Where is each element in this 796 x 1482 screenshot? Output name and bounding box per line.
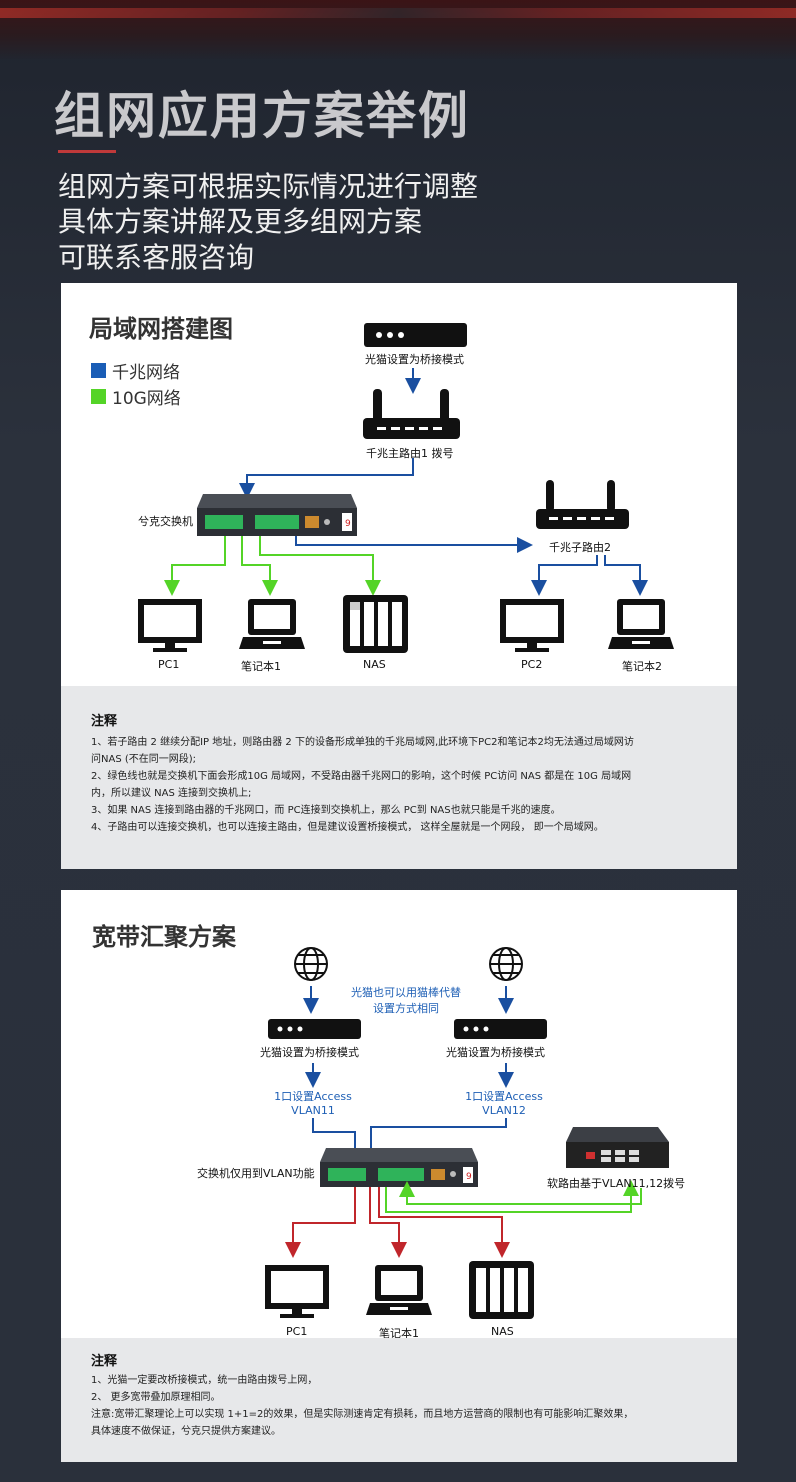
nas-icon	[343, 595, 408, 653]
soft-router-icon	[566, 1127, 669, 1168]
switch-to-pc1-line	[164, 536, 226, 596]
top-decoration-band	[0, 0, 796, 60]
subtitle-line-3: 可联系客服咨询	[58, 241, 255, 274]
nas-label: NAS	[363, 658, 386, 671]
legend-gigabit: 千兆网络	[91, 358, 180, 383]
broadband-note-2: 2、 更多宽带叠加原理相同。	[91, 1392, 221, 1403]
lan-note-3: 3、如果 NAS 连接到路由器的千兆网口，而 PC连接到交换机上，那么 PC到 …	[91, 805, 561, 816]
switch-to-nas-line	[378, 1187, 510, 1258]
laptop2-label: 笔记本2	[622, 660, 662, 673]
svg-text:9: 9	[466, 1172, 472, 1182]
switch-icon: 9	[320, 1148, 478, 1187]
vlan12-to-switch-line	[370, 1118, 507, 1148]
modem1-label: 光猫设置为桥接模式	[260, 1046, 359, 1059]
modem-icon	[364, 323, 467, 347]
pc1-label: PC1	[158, 658, 180, 671]
switch-to-laptop1-line	[369, 1187, 407, 1258]
nas-label: NAS	[491, 1325, 514, 1338]
broadband-note-text: 1、光猫一定要改桥接模式，统一由路由拨号上网， 2、 更多宽带叠加原理相同。 注…	[91, 1372, 711, 1440]
pc1-label: PC1	[286, 1325, 308, 1338]
modem-hint-line-2: 设置方式相同	[373, 1002, 439, 1015]
svg-text:9: 9	[345, 519, 351, 529]
lan-title: 局域网搭建图	[89, 315, 233, 343]
broadband-note-title: 注释	[91, 1354, 118, 1369]
router1-label: 千兆主路由1 拨号	[366, 447, 454, 460]
switch-label: 交换机仅用到VLAN功能	[197, 1167, 315, 1180]
modem2-label: 光猫设置为桥接模式	[446, 1046, 545, 1059]
pc2-label: PC2	[521, 658, 543, 671]
globe-icon-1	[294, 947, 328, 981]
softrouter-to-switch-line-2	[399, 1181, 642, 1205]
laptop1-label: 笔记本1	[379, 1327, 419, 1340]
laptop1-icon	[366, 1265, 432, 1315]
lan-note-panel: 注释 1、若子路由 2 继续分配IP 地址，则路由器 2 下的设备形成单独的千兆…	[61, 686, 737, 869]
switch-icon: 9	[197, 494, 357, 536]
legend-blue-swatch	[91, 363, 106, 378]
switch-to-softrouter-line-1	[385, 1180, 639, 1213]
broadband-diagram-svg: 9	[265, 947, 669, 1319]
switch-label: 兮克交换机	[138, 515, 193, 528]
router2-to-laptop2-line	[604, 555, 648, 596]
broadband-card: 宽带汇聚方案	[61, 890, 737, 1462]
legend-gigabit-label: 千兆网络	[112, 363, 180, 383]
pc1-icon	[265, 1265, 329, 1318]
lan-note-text: 1、若子路由 2 继续分配IP 地址，则路由器 2 下的设备形成单独的千兆局域网…	[91, 734, 711, 836]
switch-to-router2-line	[295, 536, 533, 553]
broadband-title: 宽带汇聚方案	[92, 923, 236, 951]
vlan11-to-switch-line	[312, 1118, 356, 1148]
broadband-note-panel: 注释 1、光猫一定要改桥接模式，统一由路由拨号上网， 2、 更多宽带叠加原理相同…	[61, 1338, 737, 1462]
modem1-icon	[268, 1019, 361, 1039]
softrouter-label: 软路由基于VLAN11,12拨号	[547, 1177, 686, 1190]
lan-note-title: 注释	[91, 714, 118, 729]
modem-hint-line-1: 光猫也可以用猫棒代替	[351, 986, 461, 999]
port2-line-2: VLAN12	[482, 1104, 526, 1117]
nas-icon	[469, 1261, 534, 1319]
lan-diagram-card: 局域网搭建图 千兆网络 10G网络	[61, 283, 737, 869]
switch-to-laptop1-line	[241, 536, 278, 596]
router2-label: 千兆子路由2	[549, 541, 611, 554]
lan-diagram-svg: 9	[138, 323, 674, 653]
subtitle-line-1: 组网方案可根据实际情况进行调整	[58, 170, 479, 203]
globe-icon-2	[489, 947, 523, 981]
laptop1-icon	[239, 599, 305, 649]
legend-10g: 10G网络	[91, 384, 181, 409]
port1-line-2: VLAN11	[291, 1104, 335, 1117]
lan-note-2: 2、绿色线也就是交换机下面会形成10G 局域网，不受路由器千兆网口的影响，这个时…	[91, 771, 632, 799]
pc1-icon	[138, 599, 202, 652]
modem2-icon	[454, 1019, 547, 1039]
legend-green-swatch	[91, 389, 106, 404]
switch-to-pc1-line	[285, 1187, 356, 1258]
page-title: 组网应用方案举例	[54, 87, 470, 145]
modem-label: 光猫设置为桥接模式	[365, 353, 464, 366]
port1-line-1: 1口设置Access	[274, 1090, 352, 1103]
pc2-icon	[500, 599, 564, 652]
broadband-note-1: 1、光猫一定要改桥接模式，统一由路由拨号上网，	[91, 1375, 318, 1386]
switch-to-nas-line	[259, 536, 381, 596]
lan-note-4: 4、子路由可以连接交换机，也可以连接主路由，但是建议设置桥接模式， 这样全屋就是…	[91, 822, 604, 833]
subtitle-line-2: 具体方案讲解及更多组网方案	[58, 205, 423, 238]
broadband-note-3: 注意:宽带汇聚理论上可以实现 1+1=2的效果，但是实际测速肯定有损耗，而且地方…	[91, 1409, 634, 1437]
router1-icon	[363, 389, 460, 439]
router1-to-switch-line	[239, 458, 414, 499]
lan-note-1: 1、若子路由 2 继续分配IP 地址，则路由器 2 下的设备形成单独的千兆局域网…	[91, 737, 634, 765]
port2-line-1: 1口设置Access	[465, 1090, 543, 1103]
router2-to-pc2-line	[531, 555, 598, 596]
router2-icon	[536, 480, 629, 529]
laptop2-icon	[608, 599, 674, 649]
legend-10g-label: 10G网络	[112, 389, 181, 409]
title-underline	[58, 150, 116, 153]
laptop1-label: 笔记本1	[241, 660, 281, 673]
